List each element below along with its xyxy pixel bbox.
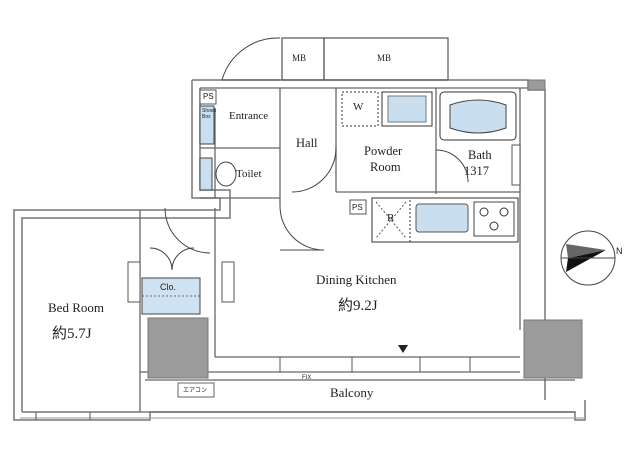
- window-marks: [35, 357, 471, 420]
- fridge-label: R: [387, 212, 395, 224]
- shoes-box-label: Shoes Box: [202, 108, 217, 120]
- toilet-fixture: [199, 105, 237, 191]
- closet-fixture: [127, 261, 235, 315]
- bathtub: [439, 91, 517, 141]
- aircon-unit: [177, 382, 215, 398]
- ps-kitchen-box: [349, 199, 367, 215]
- bath-door: [511, 144, 521, 186]
- entrance-label: Entrance: [229, 110, 269, 122]
- aircon-label: エアコン: [183, 388, 208, 394]
- ps-label: PS: [203, 92, 214, 101]
- closet-label: Clo.: [160, 282, 177, 292]
- ps-kitchen-label: PS: [352, 203, 363, 212]
- dining-kitchen-area: 約9.2J: [338, 298, 378, 314]
- bed-room-area: 約5.7J: [52, 326, 92, 342]
- toilet-label: Toilet: [236, 168, 262, 180]
- door-swings: [149, 37, 469, 271]
- compass-label: N: [616, 246, 623, 256]
- washer-space: [341, 91, 379, 127]
- bed-room-label: Bed Room: [48, 300, 104, 315]
- pillars: [147, 79, 583, 379]
- north-arrow-icon: [560, 230, 616, 286]
- washer-label: W: [353, 101, 364, 113]
- mb-left-label: MB: [292, 53, 307, 63]
- triangle-marker: [398, 345, 408, 353]
- dining-kitchen-label: Dining Kitchen: [316, 272, 397, 287]
- fix-label: FIX: [302, 375, 312, 381]
- bath-label: Bath: [468, 148, 492, 162]
- bath-size: 1317: [464, 164, 489, 178]
- hall-label: Hall: [296, 136, 318, 150]
- mb-right-label: MB: [377, 53, 392, 63]
- kitchen-counter: [371, 197, 519, 243]
- ps-box: [199, 89, 217, 105]
- balcony-label: Balcony: [330, 385, 374, 400]
- mb-boxes: [281, 37, 449, 81]
- interior-walls: [139, 87, 575, 413]
- powder-room-label-line1: Powder: [364, 144, 403, 158]
- powder-room-label-line2: Room: [370, 160, 401, 174]
